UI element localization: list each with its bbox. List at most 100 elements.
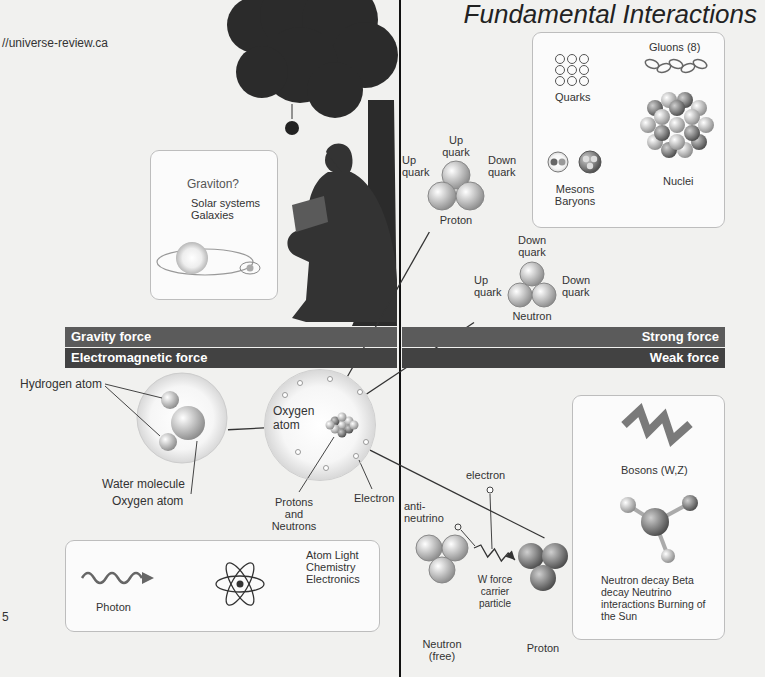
antineutrino-dot bbox=[455, 524, 461, 530]
ball bbox=[620, 497, 636, 513]
particle-name: Proton bbox=[515, 642, 571, 654]
meson-baryon bbox=[548, 151, 601, 173]
emission-line bbox=[461, 530, 475, 546]
particle-name: Proton bbox=[426, 214, 486, 226]
panel-note: Solar systems Galaxies bbox=[191, 197, 265, 221]
nucleon bbox=[654, 109, 670, 125]
sun bbox=[176, 242, 208, 274]
quark-label: Up quark bbox=[474, 274, 504, 298]
solar-system bbox=[157, 242, 260, 275]
hydrogen-ball bbox=[159, 433, 177, 451]
gluon-chain bbox=[644, 58, 708, 74]
particle-name: Nuclei bbox=[663, 175, 694, 187]
quark-label: Up quark bbox=[440, 134, 472, 158]
quark-ball bbox=[456, 182, 484, 210]
particle-name: Neutron (free) bbox=[414, 638, 470, 662]
baryon-icon bbox=[579, 151, 601, 173]
particle-name: Mesons Baryons bbox=[549, 183, 601, 207]
quark-icon bbox=[580, 77, 589, 86]
part-name: Water molecule bbox=[102, 477, 185, 491]
panel-fill bbox=[572, 395, 725, 640]
particle-cluster: Proton bbox=[515, 538, 574, 660]
nucleon bbox=[684, 109, 700, 125]
part-label: Hydrogen atom bbox=[20, 377, 102, 391]
electron-dot bbox=[487, 487, 493, 493]
quark-ball bbox=[428, 182, 456, 210]
quark-icon bbox=[568, 66, 577, 75]
atom-nucleus bbox=[237, 581, 244, 588]
leader-line bbox=[299, 437, 334, 492]
nucleus-cluster bbox=[640, 92, 714, 158]
quark-icon bbox=[580, 55, 589, 64]
planet bbox=[247, 265, 254, 272]
atom-orbit bbox=[216, 576, 264, 592]
boson-zigzag bbox=[624, 410, 690, 440]
nucleon bbox=[698, 117, 714, 133]
leader-line bbox=[105, 384, 162, 398]
nucleon bbox=[669, 100, 685, 116]
electron-dot bbox=[298, 381, 303, 386]
connector bbox=[370, 450, 544, 538]
panel-fill bbox=[532, 32, 725, 228]
edge-label: W force carrier particle bbox=[473, 574, 517, 610]
page-number: 5 bbox=[2, 610, 9, 624]
quark-ball bbox=[520, 262, 544, 286]
quark-ball bbox=[508, 283, 532, 307]
leader-line bbox=[359, 460, 372, 489]
baryon-quark bbox=[587, 163, 593, 169]
electron-dot bbox=[296, 450, 301, 455]
connector bbox=[474, 545, 515, 561]
leader-line bbox=[105, 386, 160, 436]
connector-line bbox=[474, 545, 515, 561]
molecule: Water molecule bbox=[102, 373, 228, 493]
tree-canopy bbox=[236, 46, 288, 98]
boson-icon bbox=[620, 410, 698, 563]
electron-dot bbox=[354, 454, 359, 459]
quark-cluster: Up quarkUp quarkDown quarkProton bbox=[402, 108, 527, 232]
meson-quark bbox=[559, 159, 566, 166]
leader-line bbox=[191, 441, 197, 494]
nucleon bbox=[654, 125, 670, 141]
quark-label: Down quark bbox=[488, 154, 524, 178]
part-label: Protons and Neutrons bbox=[268, 496, 320, 532]
apple bbox=[285, 121, 299, 135]
ball bbox=[682, 495, 698, 511]
electron-dot bbox=[283, 393, 288, 398]
band-label: Weak force bbox=[650, 349, 719, 366]
nucleon bbox=[640, 117, 656, 133]
quark-cluster: Down quarkUp quarkDown quarkNeutron bbox=[474, 234, 603, 325]
quark-label: Up quark bbox=[402, 154, 432, 178]
quark-icon bbox=[568, 55, 577, 64]
particle-cluster: Neutron (free) bbox=[410, 530, 474, 664]
meson-quark bbox=[551, 159, 558, 166]
quadrant-divider bbox=[399, 0, 401, 677]
band-label: Electromagnetic force bbox=[71, 349, 208, 366]
force-panel: Gluons (8)QuarksMesons BaryonsNuclei bbox=[532, 32, 725, 228]
quark-label: Down quark bbox=[516, 234, 548, 258]
baryon-quark bbox=[583, 156, 589, 162]
particle-label: anti-neutrino bbox=[404, 500, 452, 524]
girl-body bbox=[287, 172, 397, 322]
quark-ball bbox=[532, 283, 556, 307]
panel-fill bbox=[65, 540, 380, 632]
force-panel: Graviton?Solar systems Galaxies bbox=[150, 150, 278, 300]
tree-canopy bbox=[307, 62, 363, 118]
baryon-quark bbox=[591, 156, 597, 162]
oxygen-atom bbox=[265, 370, 375, 492]
part-label: Electron bbox=[354, 492, 394, 504]
girl-hair bbox=[326, 143, 353, 176]
part-name: Oxygen atom bbox=[273, 404, 319, 432]
atom-glow bbox=[265, 370, 375, 480]
ball bbox=[641, 508, 669, 536]
particle-label: electron bbox=[466, 469, 505, 481]
quark-ball bbox=[518, 543, 544, 569]
force-band: Weak force bbox=[402, 348, 725, 368]
atom-orbit bbox=[221, 559, 259, 609]
nucleon bbox=[338, 429, 347, 438]
proton-quarks bbox=[428, 161, 484, 210]
molecule-glow bbox=[137, 373, 227, 463]
band-label: Strong force bbox=[642, 328, 719, 345]
arrow-head bbox=[505, 550, 515, 560]
nucleon bbox=[669, 134, 685, 150]
